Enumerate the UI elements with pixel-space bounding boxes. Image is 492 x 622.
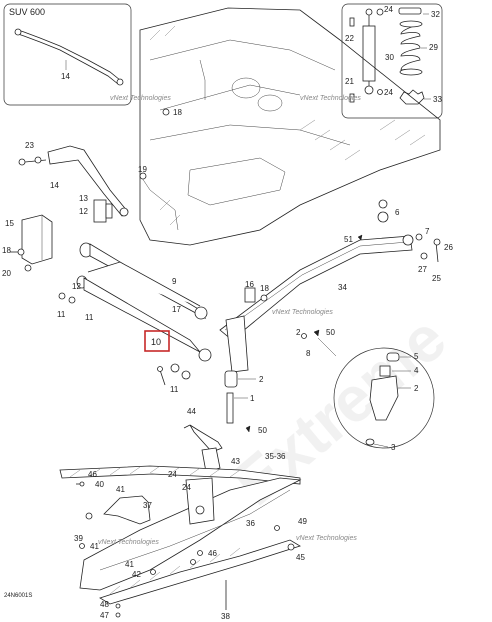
- inset-title: SUV 600: [9, 7, 45, 17]
- inset-shock-absorber: 24 22 30 21 24 32 29 33: [341, 3, 442, 119]
- callout-41-top: 41: [116, 485, 125, 494]
- callout-43: 43: [231, 457, 240, 466]
- callout-33: 33: [433, 95, 442, 104]
- bracket-13: 13 12: [79, 194, 113, 223]
- spindle-assembly: 16 18 2 1 8 50 2: [224, 280, 335, 424]
- bracket-14: 23 14: [18, 141, 129, 217]
- watermark-5: vNext Technologies: [296, 535, 357, 542]
- callout-34: 34: [338, 283, 347, 292]
- callout-47: 47: [100, 611, 109, 620]
- callout-38: 38: [221, 612, 230, 621]
- callout-44: 44: [187, 407, 196, 416]
- callout-37: 37: [143, 501, 152, 510]
- callout-18-right: 18: [260, 284, 269, 293]
- callout-50-lower: 50: [258, 426, 267, 435]
- callout-40: 40: [95, 480, 104, 489]
- callout-32: 32: [431, 10, 440, 19]
- callout-19: 19: [138, 165, 147, 174]
- callout-27: 27: [418, 265, 427, 274]
- watermark-3: vNext Technologies: [272, 309, 333, 316]
- callout-24-ski-b: 24: [182, 483, 191, 492]
- spring-32-33: [398, 7, 425, 105]
- callout-16: 16: [245, 280, 254, 289]
- callout-2-detail: 2: [414, 384, 419, 393]
- callout-24-inset: 24: [384, 5, 393, 14]
- callout-4: 4: [414, 366, 419, 375]
- callout-11-left: 11: [57, 310, 66, 319]
- callout-2-mid: 2: [296, 328, 301, 337]
- callout-8: 8: [306, 349, 311, 358]
- lower-a-arm: 12 11 11: [57, 275, 212, 362]
- callout-30: 30: [385, 53, 394, 62]
- callout-14-inset: 14: [61, 72, 70, 81]
- callout-36: 36: [246, 519, 255, 528]
- callout-22: 22: [345, 34, 354, 43]
- figure-code: 24N6001S: [4, 593, 32, 599]
- callout-42: 42: [132, 570, 141, 579]
- inset-suv600: SUV 600 14: [3, 3, 132, 106]
- callout-15: 15: [5, 219, 14, 228]
- callout-48: 48: [100, 600, 109, 609]
- highlight-box-10: [144, 330, 170, 352]
- kingpin-assembly: 44 43 50: [183, 407, 267, 473]
- callout-24-ski: 24: [168, 470, 177, 479]
- callout-11-mid: 11: [85, 313, 94, 322]
- callout-46-right: 46: [208, 549, 217, 558]
- callout-18-top: 18: [173, 108, 182, 117]
- callout-45: 45: [296, 553, 305, 562]
- callout-6: 6: [395, 208, 400, 217]
- ski: vNext Technologies vNext Technologies: [59, 465, 357, 605]
- callout-1: 1: [250, 394, 255, 403]
- callout-49: 49: [298, 517, 307, 526]
- callout-17: 17: [172, 305, 181, 314]
- callout-39: 39: [74, 534, 83, 543]
- callout-24-inset-b: 24: [384, 88, 393, 97]
- callout-51: 51: [344, 235, 353, 244]
- callout-26: 26: [444, 243, 453, 252]
- upper-a-arm: 9 17: [79, 242, 208, 320]
- mount-block-15: 15 18 20: [2, 214, 53, 278]
- chassis-frame: vNext Technologies vNext Technologies: [110, 7, 441, 246]
- callout-2: 2: [259, 375, 264, 384]
- callout-46-left: 46: [88, 470, 97, 479]
- callout-50-upper: 50: [326, 328, 335, 337]
- callout-3: 3: [391, 443, 396, 452]
- callout-7: 7: [425, 227, 430, 236]
- callout-41-low: 41: [125, 560, 134, 569]
- callout-21: 21: [345, 77, 354, 86]
- callout-11-bottom: 11: [170, 385, 179, 394]
- callout-25: 25: [432, 274, 441, 283]
- watermark-1: vNext Technologies: [110, 95, 171, 102]
- callout-12-lower: 12: [72, 282, 81, 291]
- callout-23: 23: [25, 141, 34, 150]
- callout-18-left: 18: [2, 246, 11, 255]
- callout-20: 20: [2, 269, 11, 278]
- callout-29: 29: [429, 43, 438, 52]
- callout-10[interactable]: 10: [151, 337, 161, 347]
- callout-9: 9: [172, 277, 177, 286]
- callout-12-upper: 12: [79, 207, 88, 216]
- callout-13: 13: [79, 194, 88, 203]
- callout-41-mid: 41: [90, 542, 99, 551]
- detail-circle: 5 4 2 3: [317, 337, 435, 452]
- callout-14: 14: [50, 181, 59, 190]
- callout-5: 5: [414, 352, 419, 361]
- callout-35-36: 35-36: [265, 452, 286, 461]
- watermark-4: vNext Technologies: [98, 539, 159, 546]
- watermark-2: vNext Technologies: [300, 95, 361, 102]
